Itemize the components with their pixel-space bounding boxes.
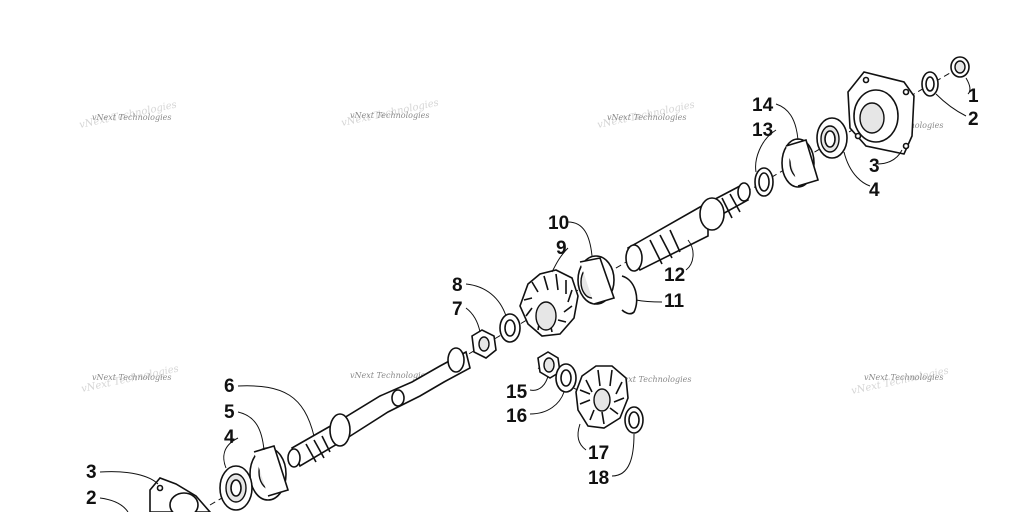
part-4-bearing-lower <box>219 465 253 511</box>
callout-5: 5 <box>224 402 235 423</box>
callout-3-lower: 3 <box>86 462 97 483</box>
part-6-shaft <box>287 347 471 468</box>
callout-2-lower: 2 <box>86 488 97 509</box>
watermark: vNext Technologies <box>92 373 171 382</box>
part-4-bearing <box>816 117 848 159</box>
part-14-seal <box>781 138 819 188</box>
leader-lines <box>99 77 971 512</box>
callout-4: 4 <box>869 180 880 201</box>
part-7-nut <box>471 329 497 359</box>
part-17-bevel-gear <box>575 365 629 429</box>
part-3-flange <box>847 71 915 155</box>
part-10-bearing <box>577 255 616 305</box>
watermark: vNext Technologies <box>92 113 171 122</box>
part-1-nut <box>950 56 970 78</box>
parts-side-gear <box>537 351 644 434</box>
part-9-bevel-gear <box>519 269 579 337</box>
callout-10: 10 <box>548 213 569 234</box>
part-15-nut <box>537 351 561 379</box>
callout-14: 14 <box>752 95 774 116</box>
parts-upper-right <box>754 56 970 197</box>
callout-7: 7 <box>452 299 463 320</box>
part-12-shaft <box>625 182 751 272</box>
callout-9: 9 <box>556 238 567 259</box>
callout-18: 18 <box>588 468 609 489</box>
part-2-washer <box>921 71 939 97</box>
callout-12: 12 <box>664 265 685 286</box>
callout-3: 3 <box>869 156 880 177</box>
callouts: 1 2 3 4 5 6 7 8 9 10 11 12 13 14 15 16 1… <box>86 86 979 509</box>
callout-8: 8 <box>452 275 463 296</box>
part-3-flange-lower <box>149 477 212 512</box>
watermark: vNext Technologies <box>864 373 943 382</box>
part-5-seal <box>249 445 290 501</box>
callout-17: 17 <box>588 443 609 464</box>
callout-11: 11 <box>664 291 685 312</box>
part-16-washer <box>555 363 577 393</box>
part-8-washer <box>499 313 521 343</box>
part-11-snap-ring <box>621 275 638 315</box>
callout-16: 16 <box>506 406 527 427</box>
callout-4-lower: 4 <box>224 427 235 448</box>
watermark: vNext Technologies <box>350 371 429 380</box>
callout-15: 15 <box>506 382 528 403</box>
watermark: vNext Technologies <box>607 113 686 122</box>
callout-13: 13 <box>752 120 773 141</box>
watermark: vNext Technologies <box>350 111 429 120</box>
callout-1: 1 <box>968 86 979 107</box>
parts-middle <box>471 182 751 359</box>
parts-lower-left <box>149 347 471 512</box>
part-13-oring <box>754 167 774 197</box>
callout-6: 6 <box>224 376 235 397</box>
callout-2: 2 <box>968 109 979 130</box>
part-18-washer <box>624 406 644 434</box>
watermark: vNext Technologies <box>612 375 691 384</box>
